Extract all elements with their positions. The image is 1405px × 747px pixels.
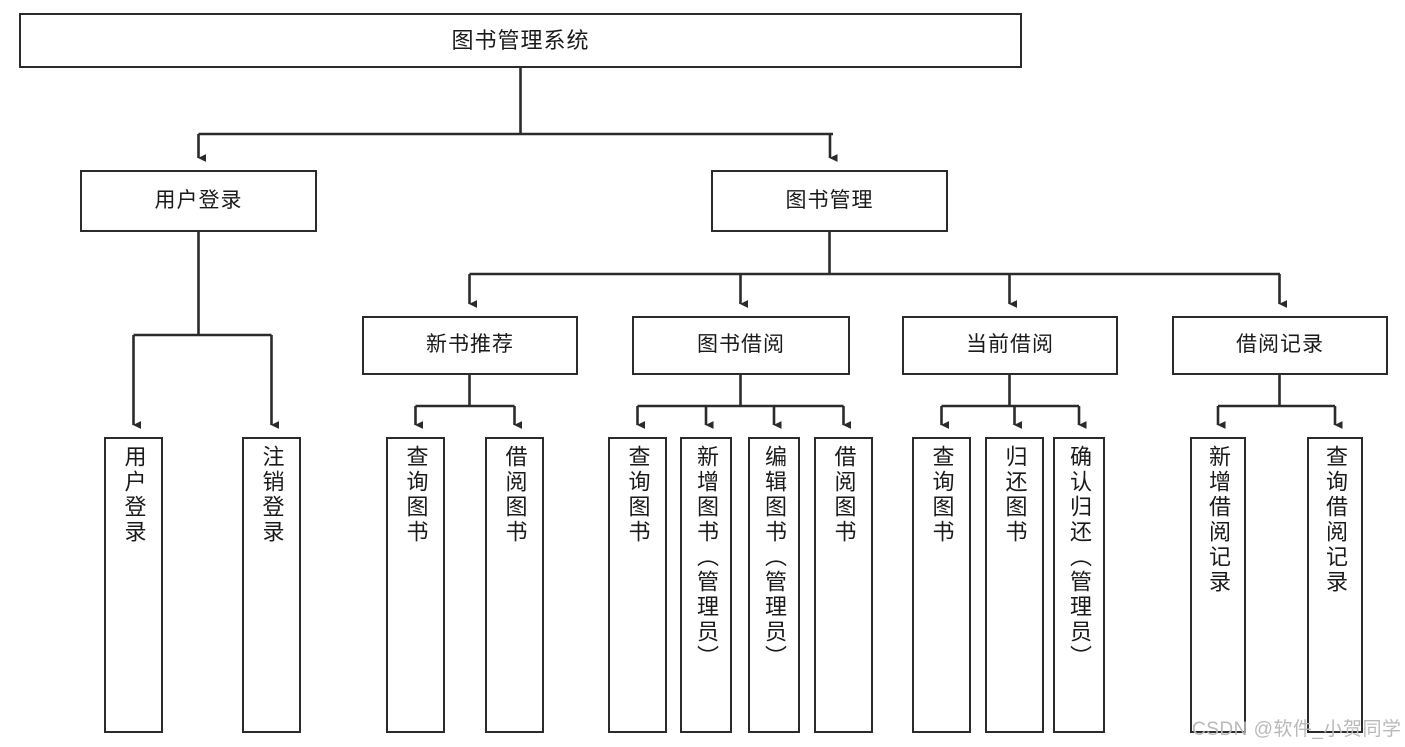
leaf-edit-book[interactable]: 编辑图书（管理员） [748,437,800,733]
leaf-logout-label: 注销登录 [259,445,285,545]
leaf-borrow-book-2[interactable]: 借阅图书 [814,437,873,733]
leaf-borrow-book-1[interactable]: 借阅图书 [485,437,544,733]
node-borrow-record-label: 借阅记录 [1236,333,1324,357]
leaf-query-book-3[interactable]: 查询图书 [912,437,971,733]
leaf-query-record[interactable]: 查询借阅记录 [1307,437,1363,733]
node-root-label: 图书管理系统 [451,27,590,53]
leaf-borrow-book-1-label: 借阅图书 [502,445,528,545]
node-root[interactable]: 图书管理系统 [19,13,1022,68]
node-new-book-rec-label: 新书推荐 [426,333,514,357]
node-book-manage[interactable]: 图书管理 [711,170,948,232]
leaf-query-book-1-label: 查询图书 [403,445,429,545]
node-user-login[interactable]: 用户登录 [80,170,317,232]
node-current-borrow-label: 当前借阅 [966,333,1054,357]
node-borrow-record[interactable]: 借阅记录 [1172,316,1388,375]
csdn-watermark: CSDN @软件_小贺同学 [1192,719,1402,740]
leaf-return-book-label: 归还图书 [1002,445,1028,545]
node-current-borrow[interactable]: 当前借阅 [902,316,1118,375]
leaf-user-login-label: 用户登录 [121,445,147,545]
leaf-user-login[interactable]: 用户登录 [104,437,163,733]
leaf-add-record[interactable]: 新增借阅记录 [1190,437,1246,733]
leaf-add-book-label: 新增图书（管理员） [694,445,719,670]
leaf-query-book-2[interactable]: 查询图书 [608,437,667,733]
node-new-book-rec[interactable]: 新书推荐 [362,316,578,375]
leaf-add-book[interactable]: 新增图书（管理员） [680,437,732,733]
leaf-logout[interactable]: 注销登录 [242,437,301,733]
node-book-borrow[interactable]: 图书借阅 [632,316,850,375]
leaf-borrow-book-2-label: 借阅图书 [831,445,857,545]
leaf-query-book-2-label: 查询图书 [625,445,651,545]
node-book-manage-label: 图书管理 [785,188,874,212]
leaf-query-book-3-label: 查询图书 [929,445,955,545]
leaf-edit-book-label: 编辑图书（管理员） [762,445,787,670]
leaf-return-book[interactable]: 归还图书 [985,437,1044,733]
leaf-confirm-return[interactable]: 确认归还（管理员） [1053,437,1105,733]
leaf-query-book-1[interactable]: 查询图书 [386,437,445,733]
leaf-confirm-return-label: 确认归还（管理员） [1067,445,1092,670]
leaf-add-record-label: 新增借阅记录 [1206,445,1231,595]
node-book-borrow-label: 图书借阅 [697,333,785,357]
leaf-query-record-label: 查询借阅记录 [1323,445,1348,595]
node-user-login-label: 用户登录 [154,188,243,212]
